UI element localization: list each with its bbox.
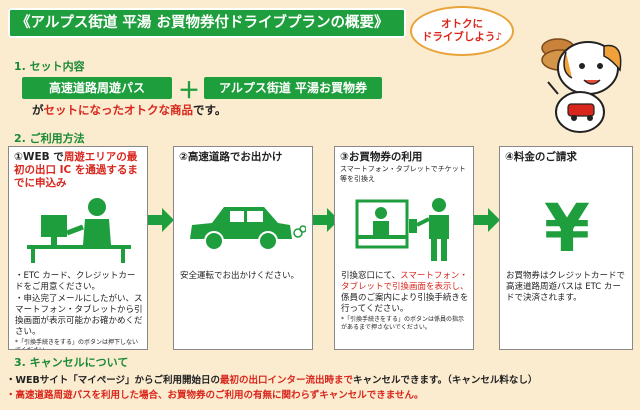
yen-icon: ¥ xyxy=(544,193,590,263)
step-3-text: 引換窓口にて、スマートフォン・タブレットで引換画面を表示し、係員のご案内により引… xyxy=(341,271,469,315)
cancel-line-1-pre: ・WEBサイト「マイページ」からご利用開始日の xyxy=(6,375,221,386)
section-1-heading: 1. セット内容 xyxy=(14,60,85,73)
set-description: がセットになったオトクな商品です。 xyxy=(32,102,226,118)
cancel-line-2: ・高速道路周遊パスを利用した場合、お買物券のご利用の有無に関わらずキャンセルでき… xyxy=(6,390,424,401)
step-1-bullet-2: ・申込完了メールにしたがい、スマートフォン・タブレットから引換画面が表示可能かお… xyxy=(15,294,143,337)
mascot-dog-illustration xyxy=(541,38,622,133)
cancel-line-1-post: キャンセルできます。（キャンセル料なし） xyxy=(353,375,538,386)
step-3-note: *「引換手続きをする」のボタンは係員の指示があるまで押さないでください。 xyxy=(341,316,465,331)
exchange-counter-icon xyxy=(355,198,449,261)
highway-pass-pill: 高速道路周遊パス xyxy=(22,77,172,99)
step-1-bullet-1: ・ETC カード、クレジットカードをご用意ください。 xyxy=(15,271,136,292)
person-at-computer-icon xyxy=(27,198,131,263)
step-3-text-post: 係員のご案内により引換手続きを行ってください。 xyxy=(341,293,469,314)
step-3-text-red: スマートフォン・タブレットで引換画面を表示し、 xyxy=(341,271,469,292)
step-4-card: ④料金のご請求 ¥ お買物券はクレジットカードで高速道路周遊パスは ETC カー… xyxy=(499,146,633,350)
step-1-card: ①WEB で周遊エリアの最初の出口 IC を通過するまでに申込み ・ETC カー… xyxy=(8,146,148,350)
step-3-heading: ③お買物券の利用 スマートフォン・タブレットでチケット等を引換え xyxy=(340,151,469,184)
arrow-right-icon xyxy=(474,208,500,232)
yen-symbol: ¥ xyxy=(544,193,590,263)
step-1-heading-red: 周遊エリアの最初の出口 IC を通過するまでに申込み xyxy=(14,151,138,189)
cancel-line-1: ・WEBサイト「マイページ」からご利用開始日の最初の出口インター流出時までキャン… xyxy=(6,373,537,388)
shopping-voucher-pill: アルプス街道 平湯お買物券 xyxy=(204,77,382,99)
step-3-text-pre: 引換窓口にて、 xyxy=(341,271,401,281)
step-3-body: 引換窓口にて、スマートフォン・タブレットで引換画面を表示し、係員のご案内により引… xyxy=(341,271,469,333)
step-1-body: ・ETC カード、クレジットカードをご用意ください。 ・申込完了メールにしたがい… xyxy=(15,271,143,349)
step-2-heading: ②高速道路でお出かけ xyxy=(179,151,283,163)
step-2-body: 安全運転でお出かけください。 xyxy=(180,271,300,281)
arrow-right-icon xyxy=(313,208,339,232)
step-3-card: ③お買物券の利用 スマートフォン・タブレットでチケット等を引換え 引換窓口にて、… xyxy=(334,146,474,350)
step-4-heading: ④料金のご請求 xyxy=(505,151,577,163)
bubble-line-1: オトクに xyxy=(441,18,483,30)
arrow-right-icon xyxy=(148,208,174,232)
plus-icon: ＋ xyxy=(178,79,201,104)
desc-post: です。 xyxy=(193,103,227,117)
cancel-line-1-red: 最初の出口インター流出時まで xyxy=(220,375,354,386)
section-2-heading: 2. ご利用方法 xyxy=(14,132,85,145)
section-3-heading: 3. キャンセルについて xyxy=(14,356,129,369)
step-4-body: お買物券はクレジットカードで高速道路周遊パスは ETC カードで決済されます。 xyxy=(506,271,626,303)
page-title: 《アルプス街道 平湯 お買物券付ドライブプランの概要》 xyxy=(8,8,406,38)
cancel-list: ・WEBサイト「マイページ」からご利用開始日の最初の出口インター流出時までキャン… xyxy=(6,373,537,403)
speech-bubble: オトクに ドライブしよう♪ xyxy=(410,6,514,56)
bubble-line-2: ドライブしよう♪ xyxy=(421,31,503,43)
step-1-note: *「引換手続きをする」のボタンは押下しないでください。 xyxy=(15,339,139,349)
desc-pre: が xyxy=(32,103,44,117)
desc-highlight: セットになったオトクな商品 xyxy=(43,103,194,117)
step-3-heading-main: ③お買物券の利用 xyxy=(340,151,423,163)
step-2-card: ②高速道路でお出かけ 安全運転でお出かけください。 xyxy=(173,146,313,350)
car-icon xyxy=(190,207,306,251)
step-1-heading-pre: ①WEB で xyxy=(14,151,64,163)
step-1-heading: ①WEB で周遊エリアの最初の出口 IC を通過するまでに申込み xyxy=(14,151,143,190)
step-3-subheading: スマートフォン・タブレットでチケット等を引換え xyxy=(340,165,466,183)
